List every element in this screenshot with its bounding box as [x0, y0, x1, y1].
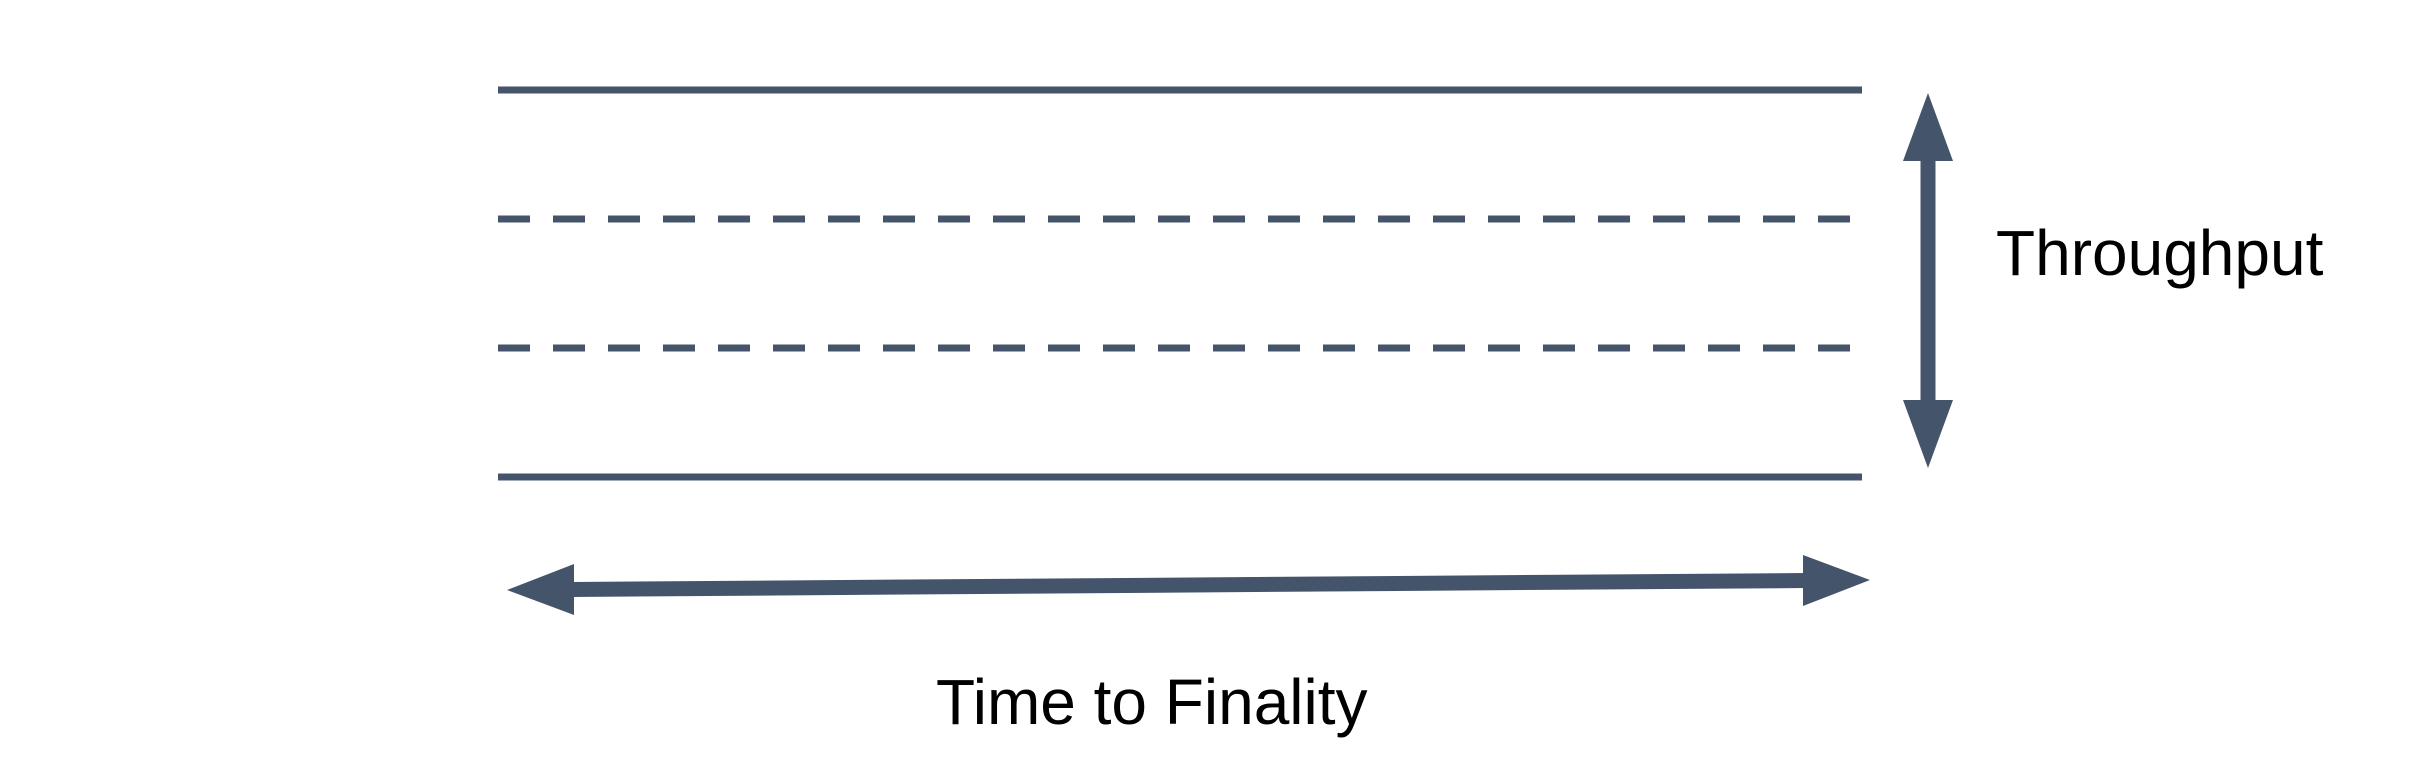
time-to-finality-label: Time to Finality	[936, 666, 1368, 738]
throughput-arrow-up-head-icon	[1903, 93, 1953, 161]
throughput-label: Throughput	[1996, 217, 2324, 289]
time-to-finality-arrow-shaft	[569, 573, 1808, 597]
time-to-finality-arrow-left-head-icon	[507, 564, 574, 615]
time-to-finality-arrow-right-head-icon	[1803, 555, 1870, 606]
time-to-finality-arrow	[507, 555, 1870, 615]
throughput-arrow	[1903, 93, 1953, 468]
throughput-arrow-down-head-icon	[1903, 400, 1953, 468]
